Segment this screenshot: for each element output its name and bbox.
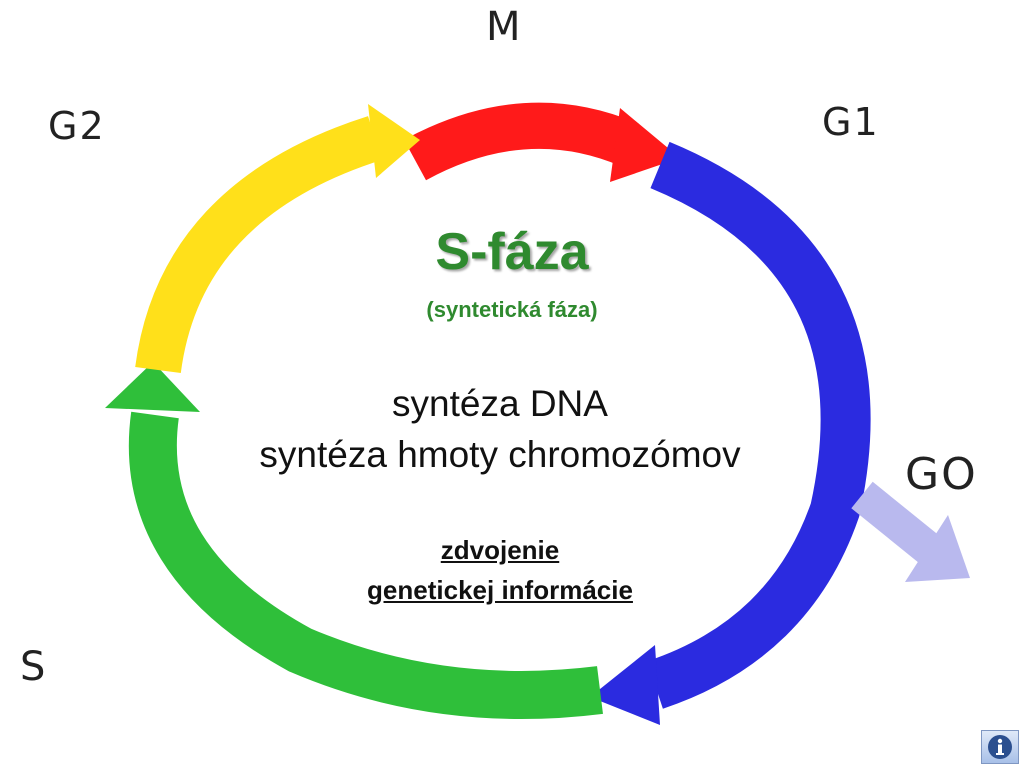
phase-subtitle: (syntetická fáza) xyxy=(426,297,598,322)
g0-exit-arrowhead xyxy=(905,515,970,582)
description-line-chromosomes: syntéza hmoty chromozómov xyxy=(259,434,741,475)
g1-phase-arrowhead xyxy=(590,645,660,725)
phase-label-g1: G1 xyxy=(822,100,880,144)
phase-label-g2: G2 xyxy=(48,104,106,148)
s-phase-arrowhead xyxy=(105,362,200,412)
g1-phase-arc xyxy=(646,141,871,709)
summary-line-1: zdvojenie xyxy=(440,535,560,565)
description-line-dna: syntéza DNA xyxy=(392,383,608,424)
g0-exit-arc xyxy=(851,481,941,564)
summary-line-2: genetickej informácie xyxy=(367,575,633,605)
phase-label-s: S xyxy=(20,644,48,690)
info-icon xyxy=(988,735,1012,759)
phase-label-m: M xyxy=(486,4,523,50)
info-button[interactable] xyxy=(981,730,1019,764)
m-phase-arc xyxy=(403,102,640,181)
g2-phase-arrowhead xyxy=(368,104,420,178)
g2-phase-arc xyxy=(135,116,383,374)
phase-label-g0: GO xyxy=(905,449,978,500)
phase-title: S-fáza xyxy=(435,223,589,281)
s-phase-arc xyxy=(128,411,603,719)
